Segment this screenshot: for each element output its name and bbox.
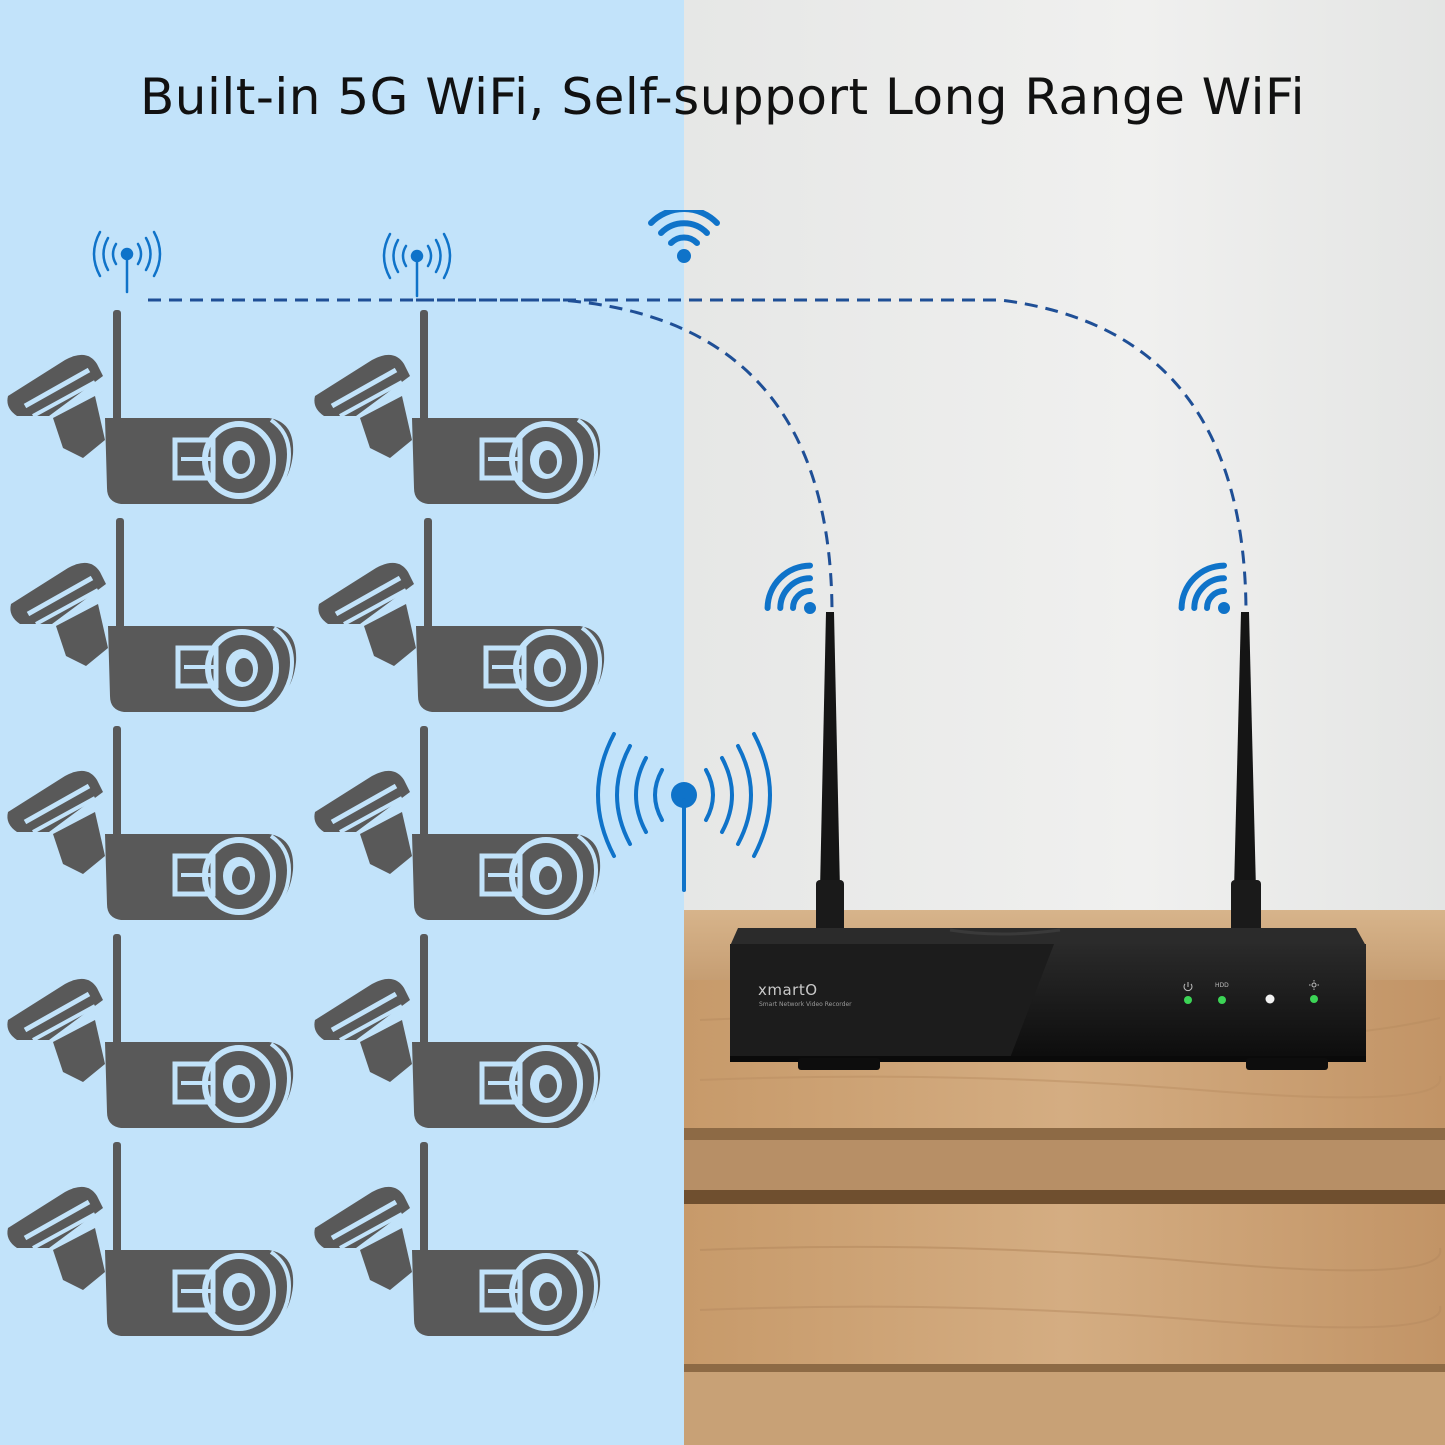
headline: Built-in 5G WiFi, Self-support Long Rang…	[139, 68, 1306, 126]
nvr-antenna	[816, 612, 844, 940]
power-icon	[1183, 982, 1193, 992]
status-led	[1310, 995, 1318, 1003]
broadcast-antenna-icon	[382, 232, 452, 298]
nvr-subtitle: Smart Network Video Recorder	[759, 1001, 852, 1008]
nvr-antenna	[1231, 612, 1261, 940]
wifi-icon	[764, 562, 816, 614]
connection-lines	[148, 298, 1248, 611]
power-led	[1184, 996, 1192, 1004]
wall-background	[684, 0, 1445, 910]
wifi-icon	[1178, 562, 1230, 614]
broadcast-antenna-icon	[92, 230, 162, 294]
wood-shelf	[684, 910, 1445, 1445]
nvr-brand-logo: xmartO	[758, 981, 818, 999]
hdd-led	[1218, 996, 1226, 1004]
nvr-device	[730, 928, 1366, 1070]
broadcast-antenna-icon	[596, 732, 772, 892]
hdd-label: HDD	[1215, 982, 1229, 989]
brightness-icon	[1309, 980, 1319, 990]
network-led	[1265, 994, 1275, 1004]
